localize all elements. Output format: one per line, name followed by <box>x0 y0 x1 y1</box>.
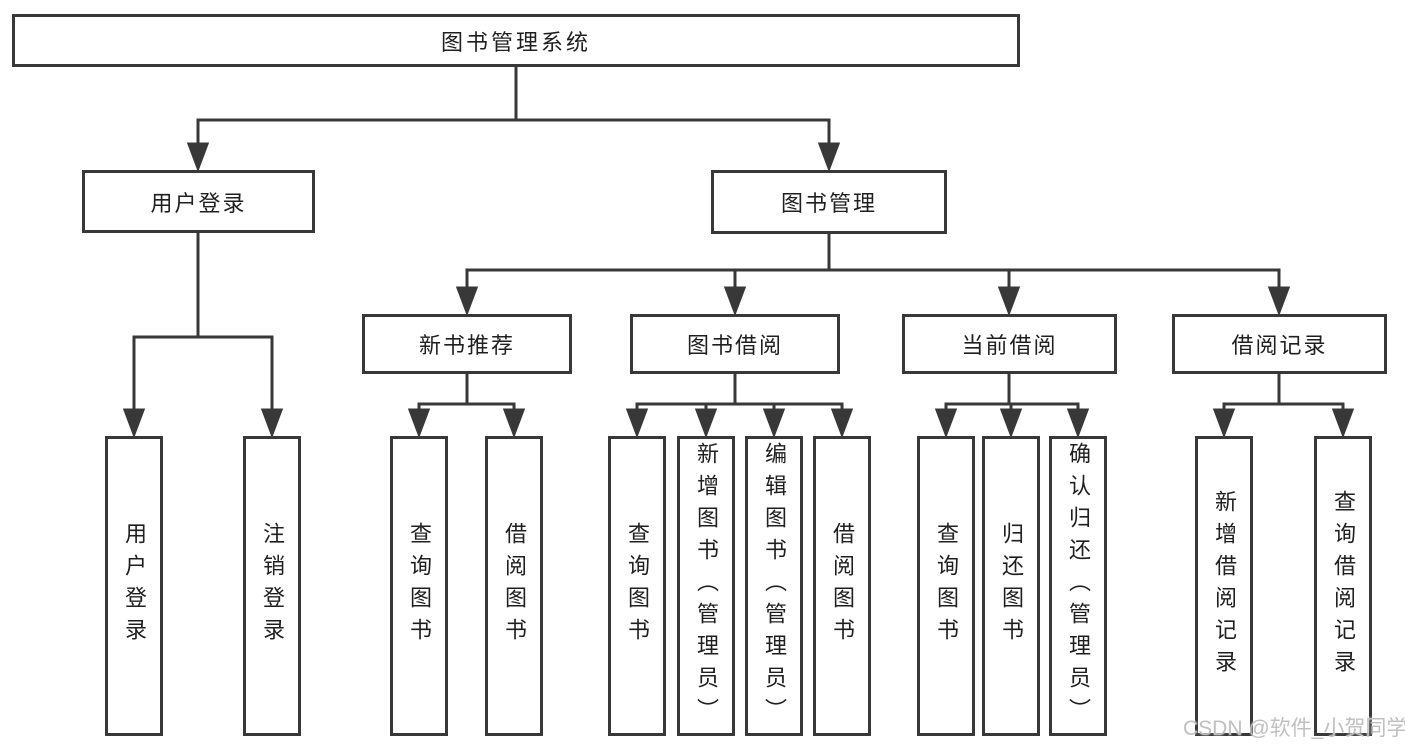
leaf-return-books: 归还图书 <box>982 436 1040 736</box>
watermark: CSDN @软件_小贺同学 <box>1183 717 1405 740</box>
leaf-edit-book-admin: 编辑图书（管理员） <box>745 436 803 736</box>
leaf-user-login: 用户登录 <box>105 436 163 736</box>
node-book-management: 图书管理 <box>711 170 947 234</box>
leaf-label: 新增图书（管理员） <box>694 442 719 730</box>
node-current-borrowing: 当前借阅 <box>902 314 1117 374</box>
leaf-label: 注销登录 <box>260 522 285 650</box>
leaf-label: 借阅图书 <box>830 522 855 650</box>
leaf-query-books-borrowing: 查询图书 <box>608 436 666 736</box>
leaf-query-books-recommend: 查询图书 <box>390 436 448 736</box>
leaf-label: 编辑图书（管理员） <box>762 442 787 730</box>
leaf-label: 查询借阅记录 <box>1331 490 1356 682</box>
leaf-label: 新增借阅记录 <box>1212 490 1237 682</box>
leaf-label: 归还图书 <box>999 522 1024 650</box>
leaf-add-book-admin: 新增图书（管理员） <box>677 436 735 736</box>
leaf-borrow-books: 借阅图书 <box>813 436 871 736</box>
node-user-login: 用户登录 <box>82 170 315 233</box>
node-library-management-system: 图书管理系统 <box>12 14 1020 67</box>
leaf-borrow-books-recommend: 借阅图书 <box>485 436 543 736</box>
leaf-label: 借阅图书 <box>502 522 527 650</box>
leaf-confirm-return-admin: 确认归还（管理员） <box>1049 436 1107 736</box>
leaf-label: 确认归还（管理员） <box>1066 442 1091 730</box>
leaf-query-books-current: 查询图书 <box>917 436 975 736</box>
leaf-add-borrow-record: 新增借阅记录 <box>1195 436 1253 736</box>
leaf-query-borrow-record: 查询借阅记录 <box>1314 436 1372 736</box>
leaf-label: 查询图书 <box>407 522 432 650</box>
leaf-logout: 注销登录 <box>243 436 301 736</box>
node-borrowing-records: 借阅记录 <box>1172 314 1387 374</box>
leaf-label: 查询图书 <box>934 522 959 650</box>
node-new-book-recommendation: 新书推荐 <box>362 314 572 374</box>
node-book-borrowing: 图书借阅 <box>630 314 840 374</box>
leaf-label: 用户登录 <box>122 522 147 650</box>
leaf-label: 查询图书 <box>625 522 650 650</box>
